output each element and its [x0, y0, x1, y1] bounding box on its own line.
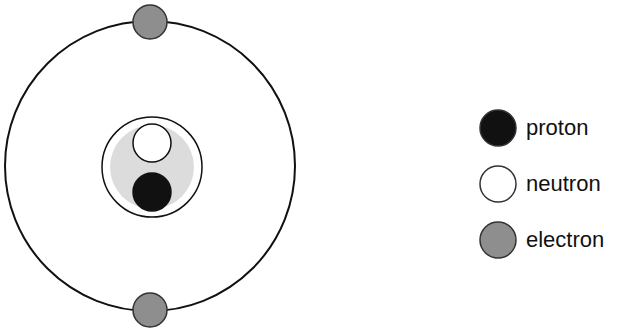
legend-swatch-box — [478, 164, 518, 204]
legend-swatch — [480, 166, 516, 202]
nucleus-outline — [102, 117, 202, 217]
proton — [133, 173, 171, 211]
legend-label: proton — [526, 115, 588, 141]
electron — [133, 5, 167, 39]
legend: proton neutron electron — [478, 0, 634, 333]
legend-label: neutron — [526, 171, 601, 197]
legend-entry: electron — [478, 220, 604, 260]
legend-swatch — [480, 110, 516, 146]
electron-shell — [5, 21, 295, 311]
legend-swatch-box — [478, 220, 518, 260]
legend-swatch-box — [478, 108, 518, 148]
legend-entry: neutron — [478, 164, 601, 204]
neutron — [133, 124, 171, 162]
legend-label: electron — [526, 227, 604, 253]
electron — [133, 293, 167, 327]
legend-swatch — [480, 222, 516, 258]
legend-entry: proton — [478, 108, 588, 148]
